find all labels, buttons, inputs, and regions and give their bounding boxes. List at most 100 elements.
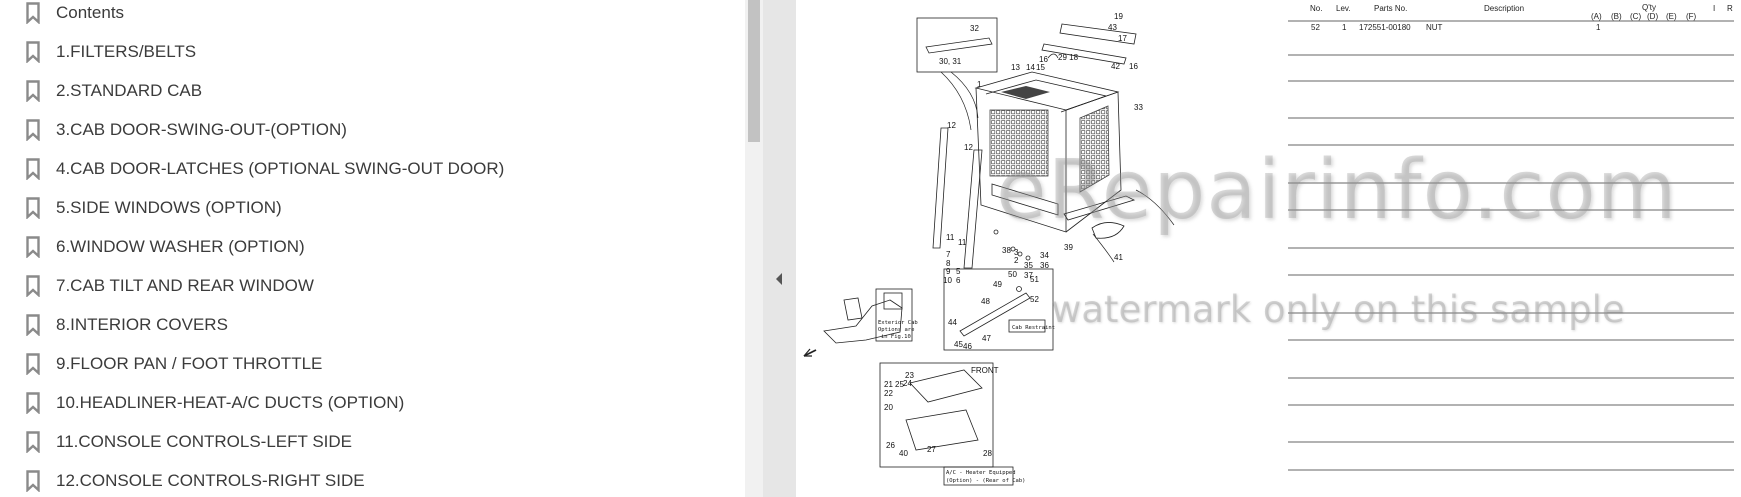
callout: 2 — [1014, 256, 1019, 265]
callout: 35 — [1024, 261, 1033, 270]
callout: 11 — [946, 233, 955, 242]
bookmark-icon — [26, 391, 40, 414]
collapse-panel-icon[interactable] — [773, 270, 785, 288]
ac-note-line: A/C - Heater Equipped — [946, 470, 1016, 476]
bookmark-icon — [26, 235, 40, 258]
callout: 13 — [1011, 63, 1020, 72]
col-header-lev: Lev. — [1336, 4, 1351, 13]
row-description: NUT — [1426, 23, 1443, 32]
callout: 37 — [1024, 271, 1033, 280]
bookmark-icon — [26, 469, 40, 492]
col-header-no: No. — [1310, 4, 1322, 13]
qty-col-c: (C) — [1630, 12, 1641, 21]
qty-col-d: (D) — [1647, 12, 1658, 21]
bookmark-headliner-ducts[interactable]: 10.HEADLINER-HEAT-A/C DUCTS (OPTION) — [0, 383, 740, 422]
exterior-note-line: in Fig.10 — [881, 334, 911, 340]
table-row: 52 1 172551-00180 NUT 1 — [1311, 23, 1601, 32]
bookmark-icon — [26, 1, 40, 24]
bookmark-label: 7.CAB TILT AND REAR WINDOW — [56, 275, 314, 295]
parts-diagram: No. Lev. Parts No. Description Q'ty I R … — [803, 3, 1734, 486]
ac-note-line: (Option) - (Rear of Cab) — [946, 478, 1025, 484]
callout: 39 — [1064, 243, 1073, 252]
scrollbar-thumb[interactable] — [748, 0, 760, 142]
callout: 46 — [963, 342, 972, 351]
row-parts-no: 172551-00180 — [1359, 23, 1411, 32]
callout: 11 — [958, 238, 967, 247]
bookmark-contents[interactable]: Contents — [0, 0, 740, 32]
col-header-r: R — [1727, 4, 1733, 13]
qty-col-a: (A) — [1591, 12, 1602, 21]
callout: 25 — [895, 380, 904, 389]
callout: 19 — [1114, 12, 1123, 21]
bookmark-label: 5.SIDE WINDOWS (OPTION) — [56, 197, 282, 217]
bookmark-label: 2.STANDARD CAB — [56, 80, 203, 100]
sidebar-scrollbar[interactable] — [745, 0, 763, 497]
bookmark-label: 12.CONSOLE CONTROLS-RIGHT SIDE — [56, 470, 365, 490]
panel-divider — [763, 0, 796, 497]
callout: 26 — [886, 441, 895, 450]
row-lev: 1 — [1342, 23, 1347, 32]
callout: 33 — [1134, 103, 1143, 112]
callout: 12 — [964, 143, 973, 152]
bookmark-label: 1.FILTERS/BELTS — [56, 41, 197, 61]
bookmarks-panel: Contents 1.FILTERS/BELTS 2.STANDARD CAB … — [0, 0, 745, 497]
cab-drawing — [803, 17, 1175, 486]
cab-restraint-note: Cab Restraint — [1012, 325, 1055, 331]
qty-col-b: (B) — [1611, 12, 1622, 21]
callout: 3 — [1014, 248, 1019, 257]
bookmark-interior-covers[interactable]: 8.INTERIOR COVERS — [0, 305, 740, 344]
bookmark-window-washer[interactable]: 6.WINDOW WASHER (OPTION) — [0, 227, 740, 266]
callout: 41 — [1114, 253, 1123, 262]
exterior-note-line: Exterior Cab — [878, 320, 918, 326]
callout: 6 — [956, 276, 961, 285]
bookmark-label: 3.CAB DOOR-SWING-OUT-(OPTION) — [56, 119, 347, 139]
bookmark-cab-tilt-rear-window[interactable]: 7.CAB TILT AND REAR WINDOW — [0, 266, 740, 305]
callout: 42 — [1111, 62, 1120, 71]
callout: 9 — [946, 267, 951, 276]
callout: 1 — [977, 80, 982, 89]
callout-labels: 32 30, 31 19 43 17 16 16 29 18 1 13 14 1… — [884, 12, 1143, 458]
drawing-notes: Exterior Cab Options are in Fig.10 Cab R… — [878, 320, 1055, 484]
callout: 12 — [947, 121, 956, 130]
callout: 15 — [1036, 63, 1045, 72]
callout: 48 — [981, 297, 990, 306]
callout: 40 — [899, 449, 908, 458]
col-header-qty: Q'ty — [1642, 3, 1656, 12]
bookmark-label: 4.CAB DOOR-LATCHES (OPTIONAL SWING-OUT D… — [56, 158, 505, 178]
bookmark-icon — [26, 274, 40, 297]
col-header-i: I — [1713, 4, 1715, 13]
bookmark-floor-pan[interactable]: 9.FLOOR PAN / FOOT THROTTLE — [0, 344, 740, 383]
bookmark-side-windows[interactable]: 5.SIDE WINDOWS (OPTION) — [0, 188, 740, 227]
callout: 8 — [946, 259, 951, 268]
callout: 50 — [1008, 270, 1017, 279]
callout: 17 — [1118, 34, 1127, 43]
bookmark-label: 9.FLOOR PAN / FOOT THROTTLE — [56, 353, 323, 373]
bookmark-cab-door-latches[interactable]: 4.CAB DOOR-LATCHES (OPTIONAL SWING-OUT D… — [0, 149, 740, 188]
bookmark-standard-cab[interactable]: 2.STANDARD CAB — [0, 71, 740, 110]
callout: 38 — [1002, 246, 1011, 255]
table-rules — [1288, 54, 1734, 471]
callout: 52 — [1030, 295, 1039, 304]
callout: 49 — [993, 280, 1002, 289]
bookmark-label: 11.CONSOLE CONTROLS-LEFT SIDE — [56, 431, 352, 451]
callout: 28 — [983, 449, 992, 458]
bookmark-cab-door-swing-out[interactable]: 3.CAB DOOR-SWING-OUT-(OPTION) — [0, 110, 740, 149]
callout: 34 — [1040, 251, 1049, 260]
qty-col-e: (E) — [1666, 12, 1677, 21]
row-qty-a: 1 — [1596, 23, 1601, 32]
bookmark-console-left[interactable]: 11.CONSOLE CONTROLS-LEFT SIDE — [0, 422, 740, 461]
bookmark-console-right[interactable]: 12.CONSOLE CONTROLS-RIGHT SIDE — [0, 461, 740, 497]
row-no: 52 — [1311, 23, 1320, 32]
qty-col-f: (F) — [1686, 12, 1697, 21]
callout: 10 — [943, 276, 952, 285]
bookmark-label: 8.INTERIOR COVERS — [56, 314, 228, 334]
callout: 44 — [948, 318, 957, 327]
bookmark-filters-belts[interactable]: 1.FILTERS/BELTS — [0, 32, 740, 71]
bookmark-label: 6.WINDOW WASHER (OPTION) — [56, 236, 305, 256]
callout: 43 — [1108, 23, 1117, 32]
callout: 30, 31 — [939, 57, 962, 66]
callout: 24 — [903, 379, 912, 388]
bookmark-icon — [26, 118, 40, 141]
callout: 36 — [1040, 261, 1049, 270]
bookmark-icon — [26, 352, 40, 375]
